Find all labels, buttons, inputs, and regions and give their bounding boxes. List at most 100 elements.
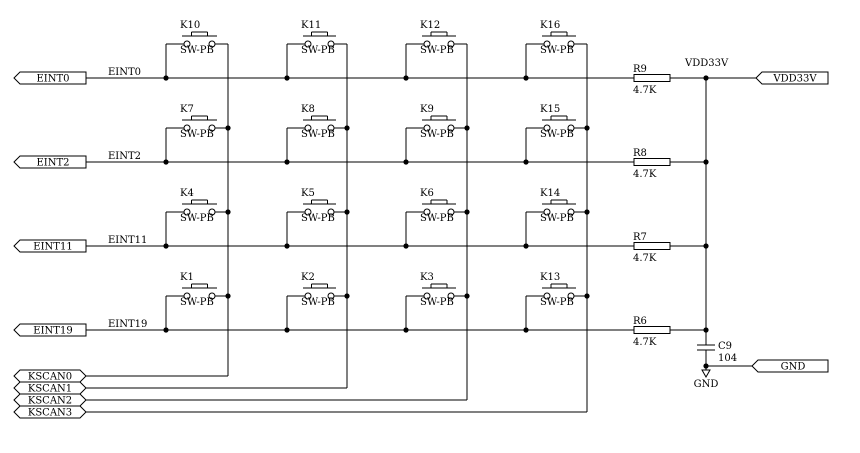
resistor-value-r9: 4.7K <box>633 85 657 96</box>
resistor-ref-r8: R8 <box>633 148 647 159</box>
port-eint11-label: EINT11 <box>33 242 72 253</box>
port-eint11-shape <box>13 239 87 253</box>
switch-ref-k13: K13 <box>540 272 560 283</box>
port-vdd33v-shape <box>755 71 829 85</box>
port-eint11: EINT11 <box>13 239 87 253</box>
port-eint19-label: EINT19 <box>33 326 72 337</box>
switch-type-k1: SW-PB <box>180 297 214 308</box>
components: K10SW-PBK11SW-PBK12SW-PBK16SW-PBK7SW-PBK… <box>165 20 715 379</box>
port-eint2-shape <box>13 155 87 169</box>
net-label-eint11: EINT11 <box>108 235 147 246</box>
port-vdd33v-label: VDD33V <box>772 74 817 85</box>
port-kscan1-label: KSCAN1 <box>28 384 72 395</box>
switch-type-k3: SW-PB <box>420 297 454 308</box>
switch-ref-k9: K9 <box>420 104 434 115</box>
switch-ref-k10: K10 <box>180 20 200 31</box>
switch-type-k13: SW-PB <box>540 297 574 308</box>
switch-type-k6: SW-PB <box>420 213 454 224</box>
switch-contact <box>304 124 312 132</box>
port-kscan2-label: KSCAN2 <box>28 396 72 407</box>
port-eint0-label: EINT0 <box>36 74 69 85</box>
switch-ref-k11: K11 <box>301 20 321 31</box>
ground-label: GND <box>694 379 719 390</box>
switch-type-k16: SW-PB <box>540 45 574 56</box>
port-eint19-shape <box>13 323 87 337</box>
resistor-r7 <box>633 242 671 250</box>
switch-contact <box>304 208 312 216</box>
switch-type-k11: SW-PB <box>301 45 335 56</box>
resistor-r9 <box>633 74 671 82</box>
switch-type-k2: SW-PB <box>301 297 335 308</box>
switch-ref-k2: K2 <box>301 272 315 283</box>
switch-type-k8: SW-PB <box>301 129 335 140</box>
switch-ref-k7: K7 <box>180 104 194 115</box>
switch-type-k12: SW-PB <box>420 45 454 56</box>
resistor-ref-r9: R9 <box>633 64 647 75</box>
switch-contact <box>423 292 431 300</box>
switch-ref-k6: K6 <box>420 188 434 199</box>
vdd-net-label: VDD33V <box>684 58 729 69</box>
port-gnd-shape <box>751 359 829 373</box>
switch-ref-k8: K8 <box>301 104 315 115</box>
wires <box>86 44 760 413</box>
switch-contact <box>183 208 191 216</box>
port-gnd-label: GND <box>781 362 806 373</box>
switch-contact <box>423 124 431 132</box>
resistor-value-r8: 4.7K <box>633 169 657 180</box>
resistor-ref-r7: R7 <box>633 232 647 243</box>
switch-contact <box>543 292 551 300</box>
port-eint0-shape <box>13 71 87 85</box>
port-eint2: EINT2 <box>13 155 87 169</box>
switch-ref-k3: K3 <box>420 272 434 283</box>
switch-type-k5: SW-PB <box>301 213 335 224</box>
switch-contact <box>543 208 551 216</box>
switch-ref-k5: K5 <box>301 188 315 199</box>
switch-ref-k14: K14 <box>540 188 560 199</box>
resistor-r6 <box>633 326 671 334</box>
switch-ref-k1: K1 <box>180 272 194 283</box>
switch-contact <box>543 124 551 132</box>
port-gnd: GND <box>751 359 829 373</box>
port-kscan0-label: KSCAN0 <box>28 372 72 383</box>
switch-contact <box>423 40 431 48</box>
port-kscan0: KSCAN0 <box>13 369 87 383</box>
switch-ref-k16: K16 <box>540 20 560 31</box>
port-eint2-label: EINT2 <box>36 158 69 169</box>
port-kscan3: KSCAN3 <box>13 405 87 419</box>
capacitor-ref: C9 <box>718 341 732 352</box>
switch-contact <box>423 208 431 216</box>
switch-type-k14: SW-PB <box>540 213 574 224</box>
port-kscan2: KSCAN2 <box>13 393 87 407</box>
switch-type-k10: SW-PB <box>180 45 214 56</box>
net-label-eint19: EINT19 <box>108 319 147 330</box>
switch-ref-k12: K12 <box>420 20 440 31</box>
switch-ref-k4: K4 <box>180 188 194 199</box>
switch-contact <box>183 292 191 300</box>
port-vdd33v: VDD33V <box>755 71 829 85</box>
port-kscan1: KSCAN1 <box>13 381 87 395</box>
switch-type-k7: SW-PB <box>180 129 214 140</box>
net-label-eint2: EINT2 <box>108 151 141 162</box>
resistor-value-r6: 4.7K <box>633 337 657 348</box>
port-eint19: EINT19 <box>13 323 87 337</box>
switch-ref-k15: K15 <box>540 104 560 115</box>
port-kscan3-shape <box>13 405 87 419</box>
switch-contact <box>543 40 551 48</box>
port-kscan3-label: KSCAN3 <box>28 408 72 419</box>
